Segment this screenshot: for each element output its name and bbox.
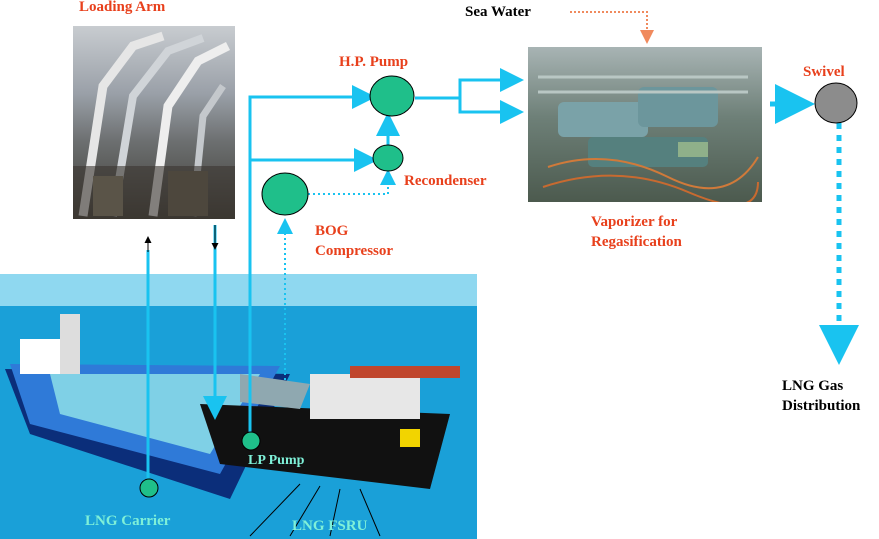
recondenser-label: Recondenser [404,173,487,189]
hp-to-vaporizer-line [415,78,515,114]
swivel-node [814,82,858,124]
bog-label: BOG [315,223,349,239]
carrier-pump-node [139,478,159,498]
vaporizer-label-line1: Vaporizer for [591,214,678,230]
loading-arm-photo [73,26,235,219]
sea-water-label: Sea Water [465,4,531,20]
lp-pump-label: LP Pump [248,453,305,468]
lng-carrier-label: LNG Carrier [85,513,171,529]
vaporizer-photo [528,47,762,202]
bog-compressor-node [261,172,309,216]
lng-fsru-label: LNG FSRU [292,518,368,534]
lng-gas-label-line1: LNG Gas [782,378,844,394]
lp-pump-riser [248,85,376,440]
vaporizer-label-line2: Regasification [591,234,682,250]
hp-pump-label: H.P. Pump [339,54,409,70]
lp-pump-node [241,431,261,451]
compressor-label: Compressor [315,243,394,259]
swivel-label: Swivel [803,64,845,80]
bog-to-recondenser-line [308,169,396,195]
lng-gas-label-line2: Distribution [782,398,861,414]
sea-water-line [570,11,654,44]
loading-arm-label: Loading Arm [79,0,166,15]
recondenser-node [372,144,404,172]
hp-pump-node [369,75,415,117]
